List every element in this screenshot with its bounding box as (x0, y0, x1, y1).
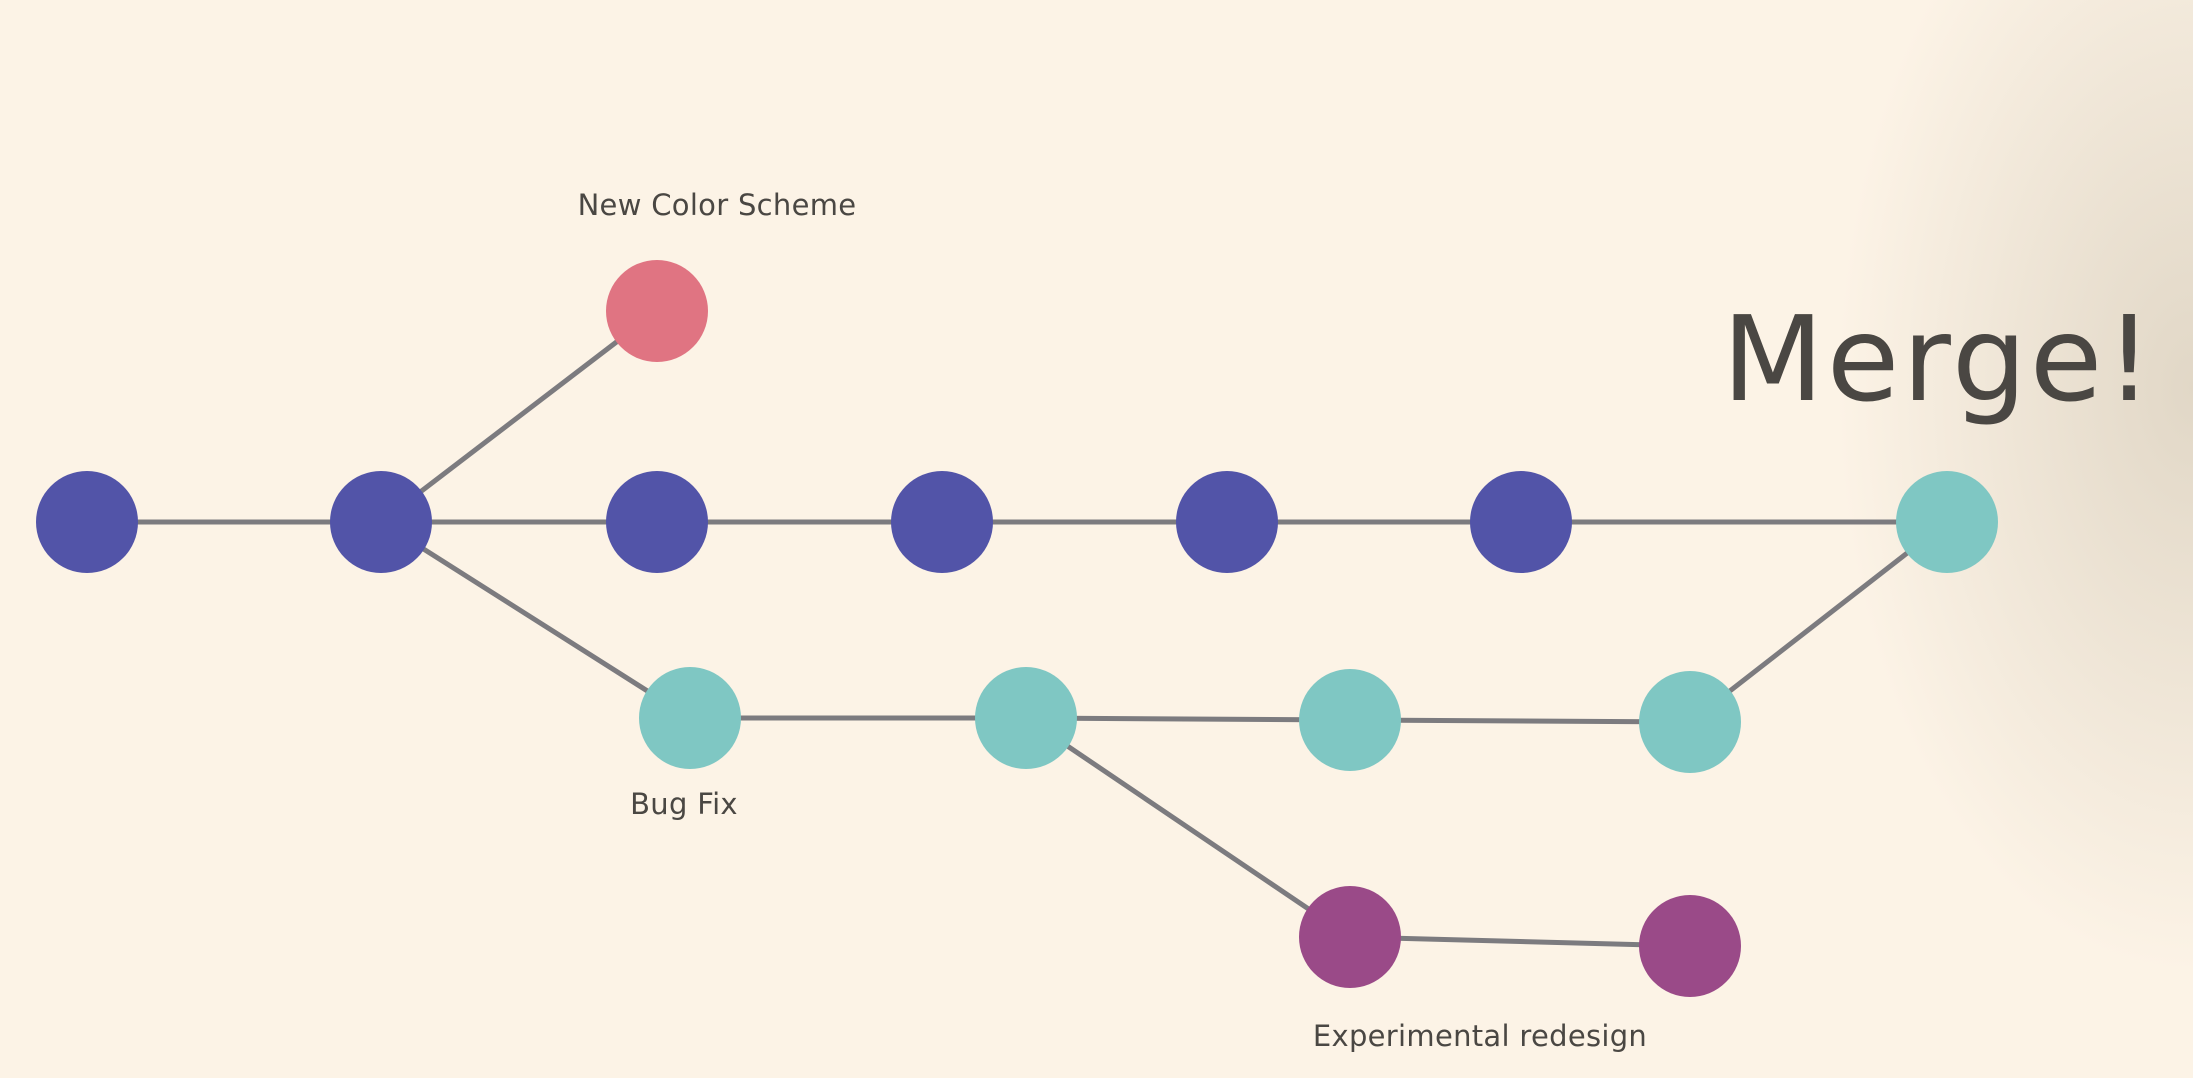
edges-layer (87, 309, 1949, 949)
edge-e1-e2 (1349, 934, 1691, 949)
commit-node-experimental-redesign-e2 (1639, 895, 1741, 997)
commit-node-new-color-scheme-c1 (606, 260, 708, 362)
commit-node-main-m5 (1176, 471, 1278, 573)
commit-node-experimental-redesign-e1 (1299, 886, 1401, 988)
experimental-redesign-label: Experimental redesign (1312, 1019, 1648, 1053)
nodes-layer (36, 260, 1998, 997)
commit-node-main-m6 (1470, 471, 1572, 573)
commit-node-main-m2 (330, 471, 432, 573)
edge-m2-c1 (379, 309, 659, 524)
commit-node-bug-fix-b1 (639, 667, 741, 769)
edge-b4-merge (1688, 520, 1949, 724)
edge-b2-b3 (1025, 715, 1351, 723)
edge-b2-e1 (1024, 715, 1352, 940)
commit-node-main-m4 (891, 471, 993, 573)
commit-node-main-m1 (36, 471, 138, 573)
edge-m2-b1 (379, 519, 692, 721)
commit-node-bug-fix-b2 (975, 667, 1077, 769)
commit-node-bug-fix-b3 (1299, 669, 1401, 771)
commit-node-bug-fix-b4 (1639, 671, 1741, 773)
commit-node-main-m3 (606, 471, 708, 573)
commit-node-bug-fix-merge (1896, 471, 1998, 573)
new-color-scheme-label: New Color Scheme (577, 188, 857, 222)
bug-fix-label: Bug Fix (630, 787, 738, 821)
edge-b3-b4 (1349, 717, 1691, 725)
merge-title: Merge! (1722, 290, 2156, 428)
